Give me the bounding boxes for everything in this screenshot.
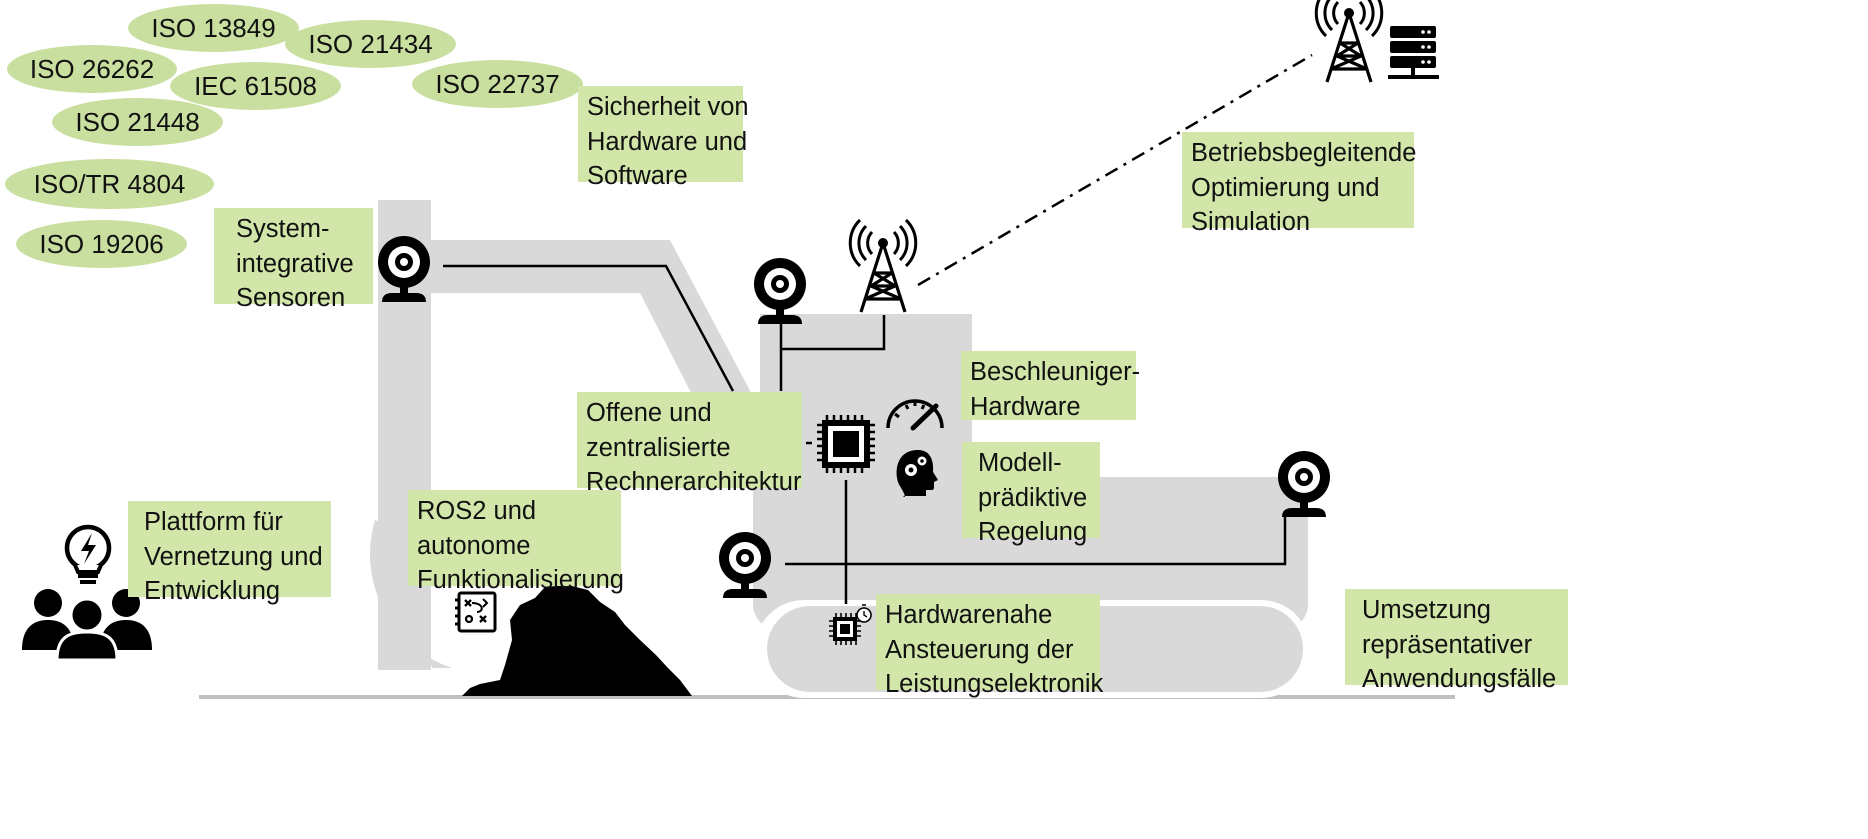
label-platform: Plattform für Vernetzung und Entwicklung xyxy=(128,501,331,605)
label-line: Simulation xyxy=(1191,208,1311,236)
label-use-cases: Umsetzung repräsentativer Anwendungsfäll… xyxy=(1345,589,1568,693)
label-line: Software xyxy=(587,162,688,190)
standard-iso-13849: ISO 13849 xyxy=(128,4,299,52)
label-line: Entwicklung xyxy=(144,577,281,605)
label-line: prädiktive xyxy=(978,483,1088,512)
standard-iso-26262: ISO 26262 xyxy=(7,45,177,93)
label-safety: Sicherheit von Hardware und Software xyxy=(578,86,749,190)
speedometer-icon xyxy=(886,399,944,431)
label-line: Hardware und xyxy=(587,127,748,156)
label-line: zentralisierte xyxy=(586,433,731,462)
label-line: Anwendungsfälle xyxy=(1362,665,1557,693)
standard-iso-19206: ISO 19206 xyxy=(16,220,187,268)
label-line: Rechnerarchitektur xyxy=(586,468,802,496)
label-line: Betriebsbegleitende xyxy=(1191,139,1417,167)
label-accelerator: Beschleuniger- Hardware xyxy=(961,351,1141,421)
label-line: Modell- xyxy=(978,449,1062,477)
standard-iso-tr-4804: ISO/TR 4804 xyxy=(5,159,214,209)
label-line: ROS2 und xyxy=(417,497,537,525)
label-line: Optimierung und xyxy=(1191,173,1380,202)
standard-iso-22737: ISO 22737 xyxy=(412,60,583,108)
label-line: integrative xyxy=(236,249,354,278)
label-line: Leistungselektronik xyxy=(885,670,1104,698)
label-mpc: Modell- prädiktive Regelung xyxy=(962,442,1100,546)
label-operation: Betriebsbegleitende Optimierung und Simu… xyxy=(1182,132,1417,236)
label-line: Sensoren xyxy=(236,284,346,312)
timer-chip-icon xyxy=(829,604,872,645)
radio-tower-icon xyxy=(848,218,918,314)
standard-iso-21434: ISO 21434 xyxy=(285,20,456,68)
label-line: Funktionalisierung xyxy=(417,566,624,594)
label-line: Umsetzung xyxy=(1362,596,1491,624)
radio-tower-icon xyxy=(1314,0,1384,84)
label-line: Regelung xyxy=(978,518,1088,546)
label-line: Hardware xyxy=(970,392,1081,421)
label-line: Offene und xyxy=(586,399,712,427)
label-line: Plattform für xyxy=(144,508,283,536)
label-line: Ansteuerung der xyxy=(885,635,1074,664)
server-icon xyxy=(1388,26,1439,79)
standard-iso-21448: ISO 21448 xyxy=(52,98,223,146)
label-sensors: System- integrative Sensoren xyxy=(214,208,373,312)
soil-pile xyxy=(462,585,692,696)
cpu-chip-icon xyxy=(817,415,875,473)
label-line: autonome xyxy=(417,531,531,560)
connection-lines xyxy=(443,53,1313,604)
label-ros: ROS2 und autonome Funktionalisierung xyxy=(408,490,624,594)
label-line: Beschleuniger- xyxy=(970,358,1141,386)
route-planning-icon xyxy=(455,591,497,633)
label-architecture: Offene und zentralisierte Rechnerarchite… xyxy=(577,392,802,496)
people-group-icon xyxy=(22,589,152,662)
label-line: Sicherheit von xyxy=(587,93,749,121)
label-line: repräsentativer xyxy=(1362,630,1533,659)
label-line: Vernetzung und xyxy=(144,542,323,571)
label-line: System- xyxy=(236,215,330,243)
head-gears-icon xyxy=(896,450,938,497)
standard-iec-61508: IEC 61508 xyxy=(170,62,341,110)
label-line: Hardwarenahe xyxy=(885,601,1053,629)
label-hardware-control: Hardwarenahe Ansteuerung der Leistungsel… xyxy=(876,594,1103,698)
lightbulb-icon xyxy=(64,524,112,584)
